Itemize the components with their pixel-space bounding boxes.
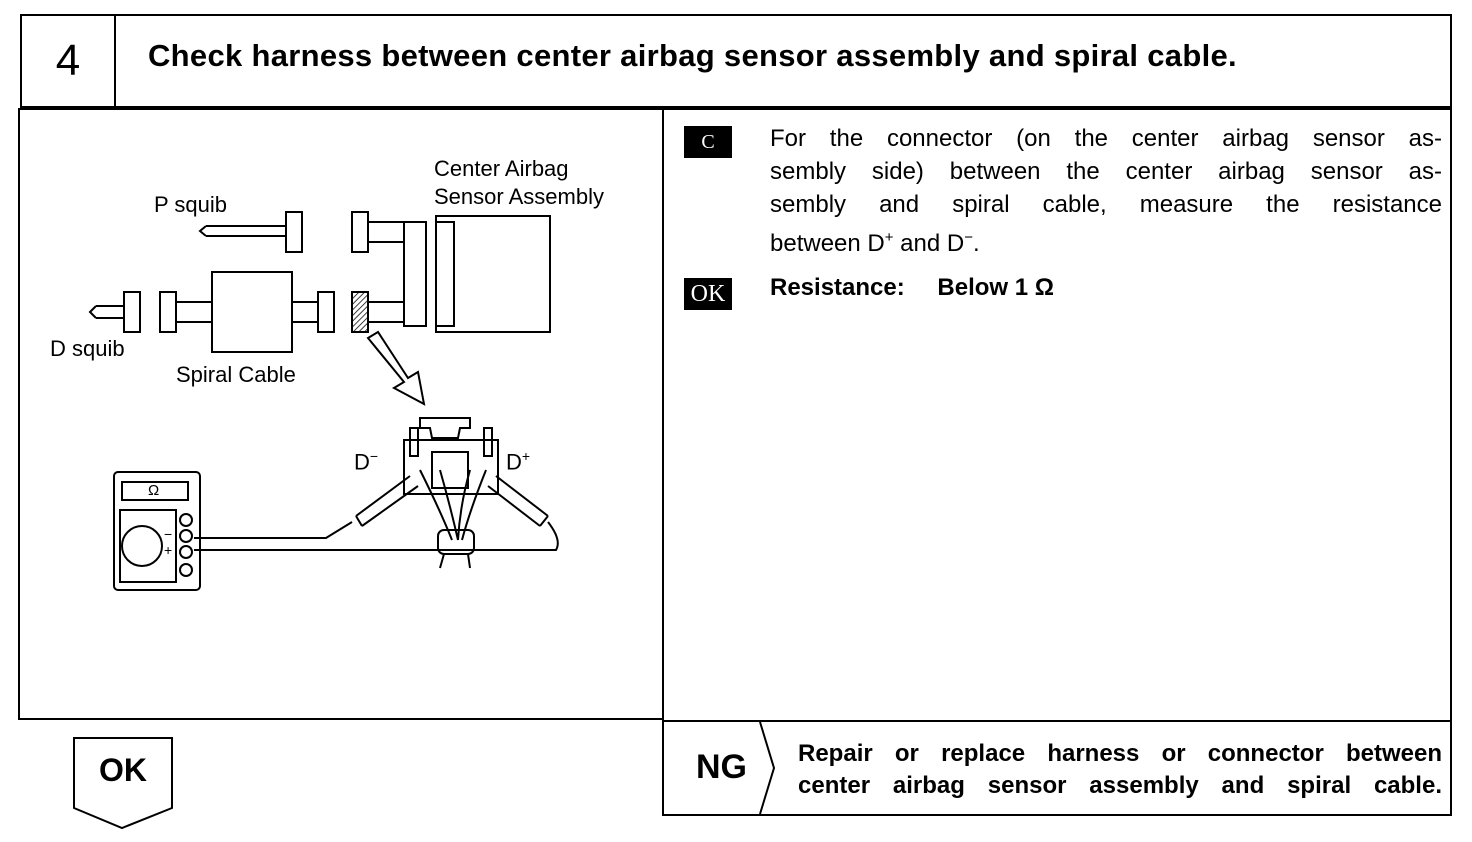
ok-box	[73, 737, 173, 830]
spiral-cable-label: Spiral Cable	[176, 362, 296, 387]
p-squib-wire	[198, 225, 286, 237]
probe-d-minus	[355, 475, 419, 527]
instruction-line-last: between D+ and D−.	[770, 229, 980, 257]
ng-label: NG	[696, 748, 747, 786]
ohm-symbol: Ω	[148, 482, 160, 499]
measured-connector	[351, 291, 369, 333]
ohmmeter	[113, 471, 201, 591]
sensor-harness-bar	[403, 221, 427, 327]
resistance-label: Resistance:	[770, 274, 905, 301]
instruction-line: For the connector (on the center airbag …	[770, 125, 1442, 152]
ok-result-label: OK	[99, 752, 147, 788]
zoom-arrow	[366, 330, 426, 406]
center-airbag-label-2: Sensor Assembly	[434, 184, 604, 209]
instruction-line: sembly side) between the center airbag s…	[770, 158, 1442, 185]
resistance-spec: Resistance: Below 1 Ω	[770, 274, 1054, 302]
d-minus-label: D−	[354, 448, 379, 475]
ng-action-line: Repair or replace harness or connector b…	[798, 740, 1442, 767]
ok-tag: OK	[684, 278, 732, 310]
sensor-connector-face	[435, 221, 455, 327]
d-squib-connector	[123, 291, 141, 333]
enlarged-connector	[403, 439, 499, 495]
meter-minus-label: −	[164, 526, 173, 542]
lead-plus	[194, 521, 559, 551]
d-plus-label: D+	[506, 448, 531, 475]
p-squib-connector	[285, 211, 303, 253]
probe-d-plus	[487, 475, 549, 527]
ng-panel	[662, 720, 1452, 816]
d-squib-label: D squib	[50, 336, 125, 361]
ng-separator	[759, 721, 776, 815]
resistance-value: Below 1 Ω	[937, 274, 1055, 301]
meter-plus-label: +	[164, 542, 173, 558]
p-squib-label: P squib	[154, 192, 227, 217]
step-title: Check harness between center airbag sens…	[148, 38, 1237, 73]
connector-tag-c: C	[684, 126, 732, 158]
step-number: 4	[20, 14, 116, 108]
instruction-line: sembly and spiral cable, measure the res…	[770, 191, 1442, 218]
ng-action-line: center airbag sensor assembly and spiral…	[798, 772, 1442, 799]
d-squib-wire	[88, 305, 124, 319]
instruction-text: For the connector (on the center airbag …	[770, 122, 1442, 260]
spiral-cable-box	[211, 271, 293, 353]
center-airbag-label-1: Center Airbag	[434, 156, 569, 181]
lead-minus	[194, 521, 353, 539]
ng-action: Repair or replace harness or connector b…	[798, 738, 1442, 802]
